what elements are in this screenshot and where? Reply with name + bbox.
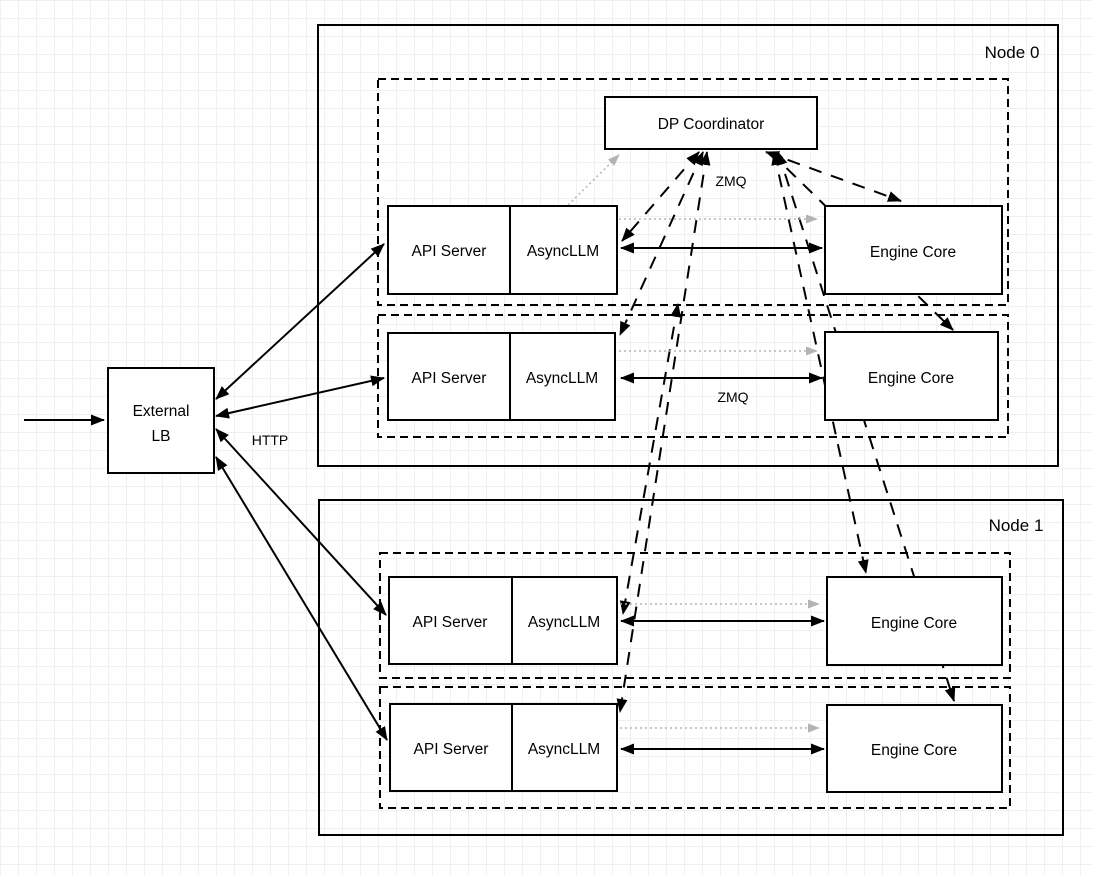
engine-core-box-1 <box>824 205 1003 295</box>
engine-core-label-3: Engine Core <box>871 615 957 632</box>
http-link-lb-api2 <box>215 375 385 419</box>
external-lb-label-line1: External <box>133 403 190 420</box>
dotted-link-asyncllm1-dp <box>567 154 620 206</box>
asyncllm-label-4: AsyncLLM <box>528 741 600 758</box>
engine-core-box-4 <box>826 704 1003 793</box>
engine-core-label-4: Engine Core <box>871 742 957 759</box>
gray-dotted-links <box>567 154 820 733</box>
zmq-edge-label-top: ZMQ <box>715 173 746 189</box>
api-asyncllm-box-1 <box>387 205 618 295</box>
dp-coordinator-label: DP Coordinator <box>658 116 765 133</box>
solid-links <box>24 242 825 755</box>
api-asyncllm-box-4 <box>389 703 618 792</box>
api-asyncllm-box-2 <box>387 332 616 421</box>
dashed-link-dp-asyncllm1 <box>621 151 700 242</box>
api-server-label-1: API Server <box>412 243 487 260</box>
http-link-lb-api1 <box>215 243 385 400</box>
api-asyncllm-box-3 <box>388 576 618 665</box>
api-server-label-2: API Server <box>412 370 487 387</box>
asyncllm-label-1: AsyncLLM <box>527 243 599 260</box>
http-edge-label: HTTP <box>252 432 289 448</box>
external-lb-box <box>107 367 215 474</box>
engine-core-box-3 <box>826 576 1003 666</box>
http-link-lb-api4 <box>215 456 388 741</box>
engine-core-label-1: Engine Core <box>870 244 956 261</box>
asyncllm-label-3: AsyncLLM <box>528 614 600 631</box>
node0-label: Node 0 <box>985 43 1040 62</box>
external-lb-label-line2: LB <box>152 428 171 445</box>
dp-coordinator-box <box>604 96 818 150</box>
dashed-link-dp-asyncllm4 <box>616 151 711 713</box>
node1-label: Node 1 <box>989 516 1044 535</box>
dashed-link-dp-asyncllm3 <box>619 303 682 615</box>
api-server-label-4: API Server <box>414 741 489 758</box>
api-server-label-3: API Server <box>413 614 488 631</box>
dashed-link-dp-asyncllm2 <box>619 151 704 336</box>
engine-core-box-2 <box>824 331 999 421</box>
http-link-lb-api3 <box>215 428 387 616</box>
engine-core-label-2: Engine Core <box>868 370 954 387</box>
asyncllm-label-2: AsyncLLM <box>526 370 598 387</box>
zmq-edge-label-mid: ZMQ <box>717 389 748 405</box>
